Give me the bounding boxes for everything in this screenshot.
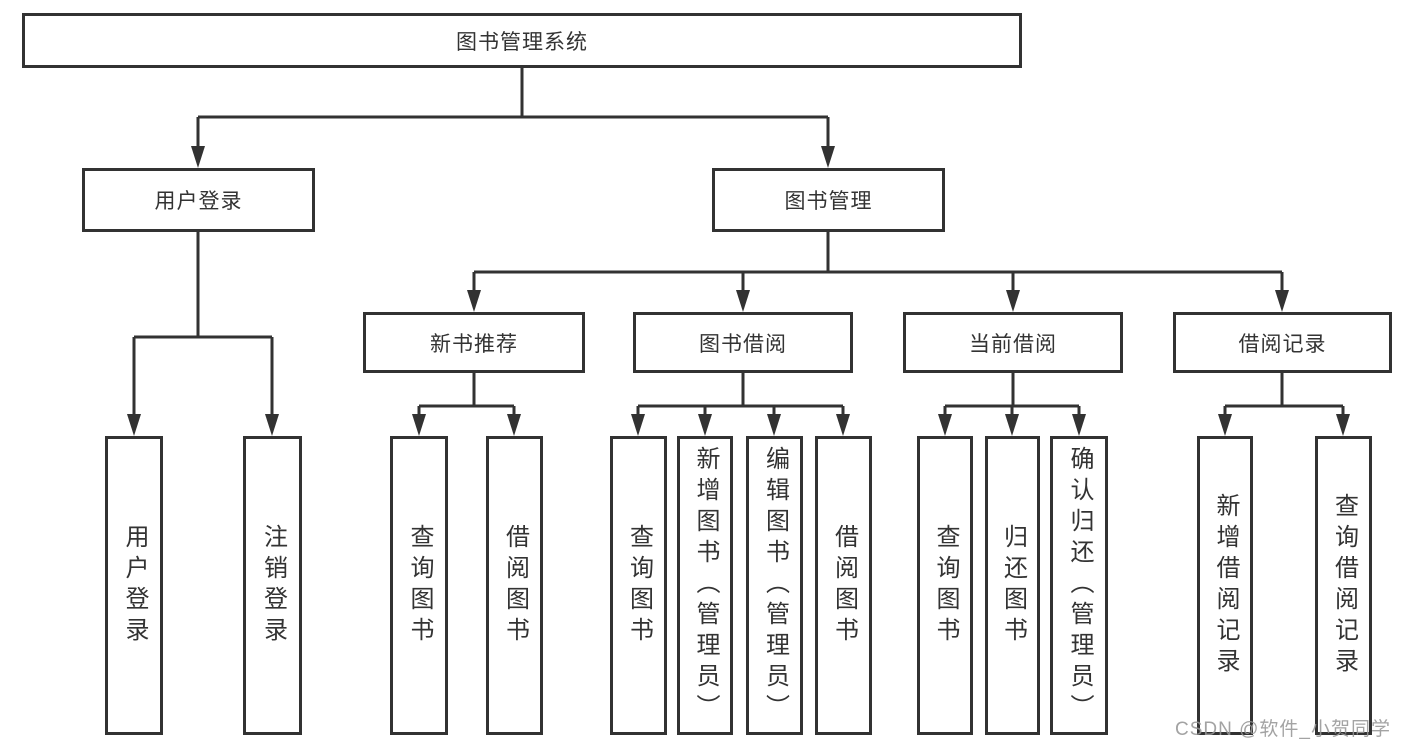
connector-newbook-to-leaves xyxy=(417,373,516,418)
node-label: 借阅图书 xyxy=(501,523,529,648)
connector-bookborrow-to-leaves xyxy=(636,373,845,418)
node-book-management: 图书管理 xyxy=(712,168,945,232)
leaf-borrow-books-recommend: 借阅图书 xyxy=(486,436,543,735)
node-label: 注销登录 xyxy=(259,523,287,648)
node-label: 归还图书 xyxy=(999,523,1027,648)
arrowheads-userlogin-leaves xyxy=(127,414,279,436)
arrowheads-level1 xyxy=(191,146,835,168)
leaf-query-books-current: 查询图书 xyxy=(917,436,973,735)
node-current-borrowing: 当前借阅 xyxy=(903,312,1123,373)
leaf-add-books-admin: 新增图书（管理员） xyxy=(677,436,733,735)
leaf-query-books-recommend: 查询图书 xyxy=(390,436,448,735)
leaf-return-books: 归还图书 xyxy=(985,436,1040,735)
node-label: 编辑图书（管理员） xyxy=(761,446,789,725)
node-label: 查询图书 xyxy=(625,523,653,648)
arrowheads-level2 xyxy=(467,290,1289,312)
node-label: 查询借阅记录 xyxy=(1330,492,1358,679)
arrowheads-leaves xyxy=(412,414,1350,436)
node-label: 当前借阅 xyxy=(969,332,1057,356)
node-label: 借阅记录 xyxy=(1238,332,1327,356)
leaf-user-login: 用户登录 xyxy=(105,436,163,735)
node-label: 确认归还（管理员） xyxy=(1066,446,1093,725)
leaf-edit-books-admin: 编辑图书（管理员） xyxy=(746,436,803,735)
node-label: 新增图书（管理员） xyxy=(692,446,719,725)
node-borrowing-records: 借阅记录 xyxy=(1173,312,1392,373)
node-book-borrowing: 图书借阅 xyxy=(633,312,853,373)
node-label: 图书借阅 xyxy=(699,332,787,356)
node-label: 用户登录 xyxy=(154,190,243,213)
node-label: 新书推荐 xyxy=(430,332,518,356)
node-label: 图书管理 xyxy=(784,190,873,213)
connector-userlogin-to-leaves xyxy=(132,232,274,418)
leaf-borrow-books: 借阅图书 xyxy=(815,436,872,735)
leaf-logout: 注销登录 xyxy=(243,436,302,735)
leaf-query-books-borrowing: 查询图书 xyxy=(610,436,667,735)
node-label: 查询图书 xyxy=(406,523,433,648)
csdn-watermark: CSDN @软件_小贺同学 xyxy=(1175,719,1391,740)
node-user-login: 用户登录 xyxy=(82,168,315,232)
connector-currentborrow-to-leaves xyxy=(943,373,1081,418)
node-label: 查询图书 xyxy=(932,523,959,648)
connector-records-to-leaves xyxy=(1223,373,1345,418)
node-label: 图书管理系统 xyxy=(456,30,588,54)
connector-root-to-level1 xyxy=(196,68,830,150)
leaf-confirm-return-admin: 确认归还（管理员） xyxy=(1050,436,1108,735)
node-label: 新增借阅记录 xyxy=(1212,492,1239,679)
connector-bookmgmt-to-level2 xyxy=(472,232,1284,294)
leaf-query-borrow-record: 查询借阅记录 xyxy=(1315,436,1372,735)
leaf-add-borrow-record: 新增借阅记录 xyxy=(1197,436,1253,735)
node-new-book-recommendation: 新书推荐 xyxy=(363,312,585,373)
node-label: 用户登录 xyxy=(121,523,148,648)
node-label: 借阅图书 xyxy=(830,523,858,648)
node-book-management-system: 图书管理系统 xyxy=(22,13,1022,68)
